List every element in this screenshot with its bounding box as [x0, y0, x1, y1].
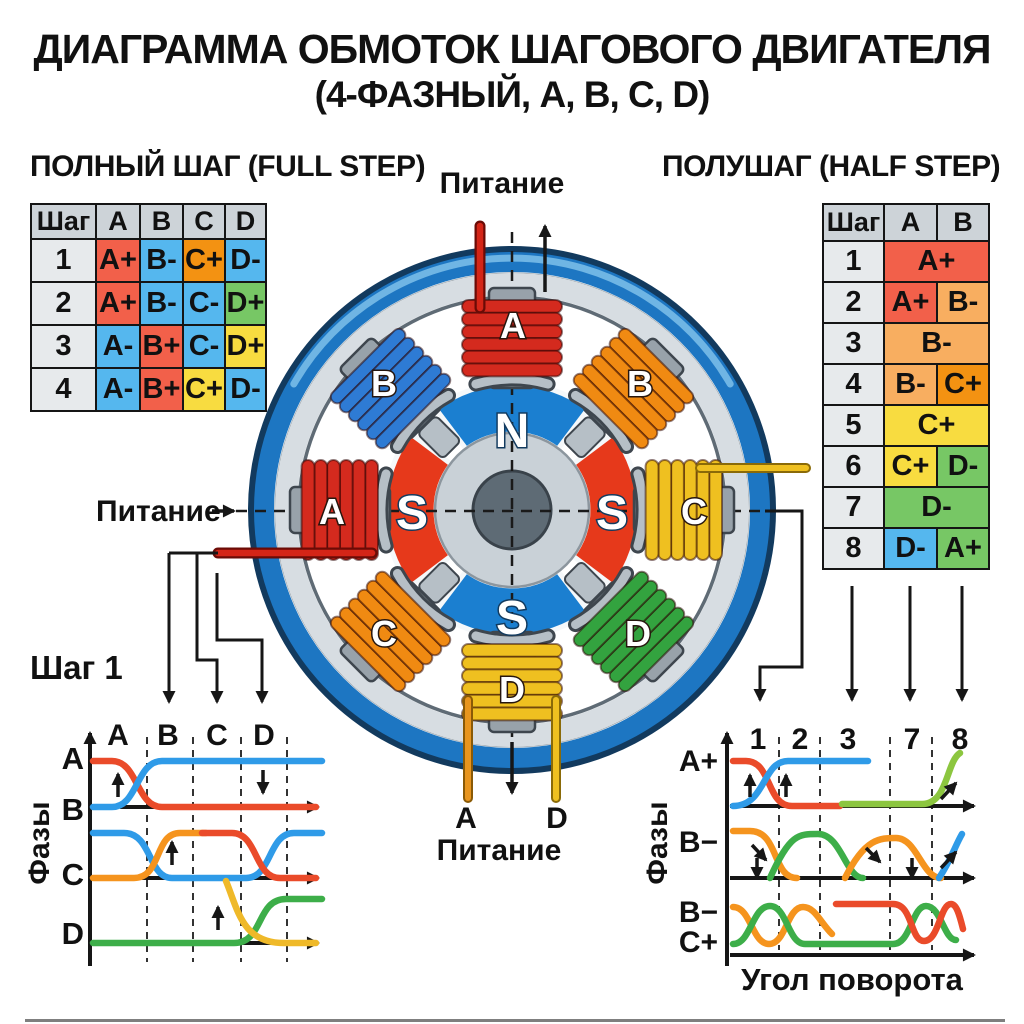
motor-cross-section: A B B A C C D D N S S S — [212, 220, 811, 803]
motor-wires — [212, 220, 811, 803]
page-title: ДИАГРАММА ОБМОТОК ШАГОВОГО ДВИГАТЕЛЯ — [33, 26, 992, 72]
right-col-label-3: 3 — [839, 723, 857, 756]
bottom-wire-label-a: A — [455, 802, 477, 835]
table-row: 2 A+ B- — [822, 281, 990, 324]
table-row: 2 A+ B- C- D+ — [30, 281, 267, 326]
step1-label: Шаг 1 — [30, 649, 123, 686]
wave-red-bc — [832, 900, 967, 945]
connector-left-3 — [215, 573, 269, 704]
coil-label: A — [319, 491, 345, 532]
table-row: 4 A- B+ C+ D- — [30, 367, 267, 412]
right-col-label-7: 7 — [903, 723, 921, 756]
half-step-table: Шаг A B 1 A+ 2 A+ B- 3 B- 4 B- C+ 5 C+ 6… — [822, 203, 990, 570]
right-row-label-bminus2: B− — [678, 896, 718, 929]
wave-green-d — [89, 895, 326, 947]
right-chart-xlabel: Угол поворота — [741, 962, 963, 997]
half-step-gridlines — [778, 737, 933, 950]
table-row: 7 D- — [822, 486, 990, 529]
table-row: 1 A+ B- C+ D- — [30, 238, 267, 283]
right-col-label-8: 8 — [951, 723, 969, 756]
coil-label: C — [681, 491, 707, 532]
table-header-row: Шаг A B C D — [30, 203, 267, 240]
connector-left-2 — [195, 553, 224, 704]
wave-green-bc — [729, 902, 960, 948]
left-chart-ylabel: Фазы — [23, 801, 56, 885]
half-step-event-arrows — [743, 773, 958, 880]
half-step-heading: ПОЛУШАГ (HALF STEP) — [662, 150, 1001, 183]
coil-labels: A B B A C C D D — [318, 304, 709, 712]
full-step-event-arrows — [111, 770, 270, 930]
connector-right-1 — [753, 509, 804, 702]
full-step-table: Шаг A B C D 1 A+ B- C+ D- 2 A+ B- C- D+ … — [30, 203, 267, 412]
coil-label: A — [500, 305, 526, 346]
bottom-edge-artifact — [25, 1019, 1005, 1022]
wave-blue-bc — [89, 829, 326, 882]
wave-red-bc — [198, 829, 320, 882]
table-row: 8 D- A+ — [822, 527, 990, 570]
right-col-label-1: 1 — [749, 723, 767, 756]
table-row: 3 B- — [822, 322, 990, 365]
table-header-row: Шаг A B — [822, 203, 990, 242]
table-row: 6 C+ D- — [822, 445, 990, 488]
right-chart-ylabel: Фазы — [641, 801, 674, 885]
full-step-chart — [83, 731, 326, 966]
page-subtitle: (4-ФАЗНЫЙ, A, B, C, D) — [314, 74, 711, 115]
right-row-label-bminus1: B− — [678, 826, 718, 859]
coil-label: B — [627, 363, 653, 404]
power-label-top: Питание — [439, 167, 565, 200]
pole-s-bottom-label: S — [496, 592, 528, 645]
bottom-wire-label-d: D — [546, 802, 568, 835]
left-col-label-c: C — [206, 719, 228, 752]
half-step-chart — [720, 731, 976, 966]
table-row: 4 B- C+ — [822, 363, 990, 406]
wave-blue-a — [729, 757, 872, 810]
table-row: 3 A- B+ C- D+ — [30, 324, 267, 369]
wave-red-a — [729, 757, 844, 810]
right-row-label-aplus: A+ — [678, 745, 718, 778]
right-row-label-cplus: C+ — [678, 926, 718, 959]
right-col-label-2: 2 — [791, 723, 809, 756]
coil-label: B — [371, 363, 397, 404]
left-row-label-b: B — [61, 792, 84, 827]
pole-s-left-label: S — [396, 487, 428, 540]
wave-orange-b2 — [841, 834, 945, 882]
full-step-waveforms — [89, 757, 326, 947]
coil-label: D — [625, 613, 651, 654]
coil-label: C — [371, 613, 397, 654]
left-col-label-a: A — [107, 719, 129, 752]
pole-s-right-label: S — [596, 487, 628, 540]
left-col-label-d: D — [253, 719, 275, 752]
power-label-bottom: Питание — [436, 834, 562, 867]
half-step-waveforms — [729, 749, 967, 948]
power-label-left: Питание — [96, 495, 221, 528]
pole-n-label: N — [495, 405, 530, 458]
table-row: 1 A+ — [822, 240, 990, 283]
connector-lines — [162, 509, 969, 704]
table-row: 5 C+ — [822, 404, 990, 447]
wave-orange-bc — [89, 829, 210, 882]
wave-yellow-d — [222, 877, 320, 947]
left-col-label-b: B — [157, 719, 179, 752]
rotor-pole-labels: N S S S — [394, 404, 629, 647]
coil-label: D — [499, 669, 525, 710]
wave-blue-ab — [89, 757, 326, 811]
left-row-label-c: C — [61, 857, 84, 892]
wave-orange-b1 — [729, 827, 801, 882]
left-row-label-a: A — [61, 741, 84, 776]
power-arrows — [212, 224, 552, 795]
full-step-heading: ПОЛНЫЙ ШАГ (FULL STEP) — [30, 150, 426, 183]
left-row-label-d: D — [61, 916, 84, 951]
